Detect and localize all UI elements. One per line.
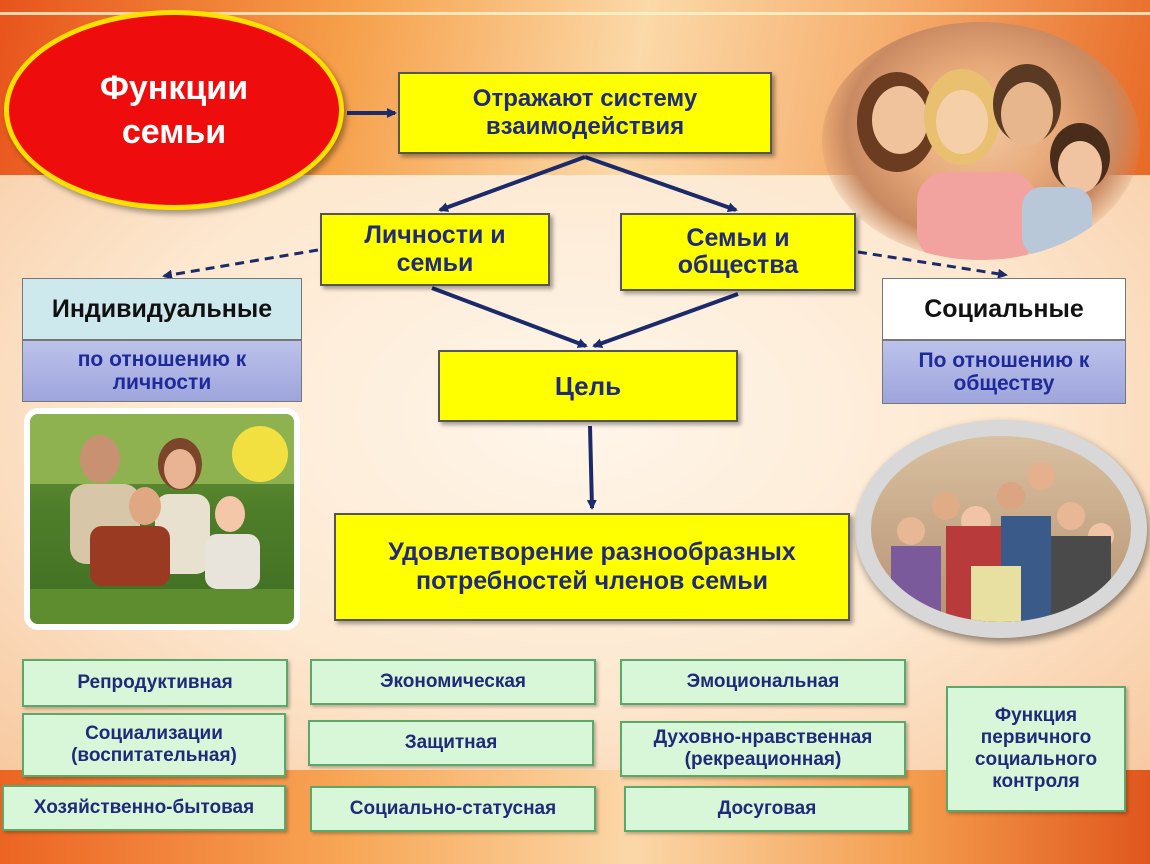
function-economic: Экономическая [310,659,596,705]
society-box: Семьи и общества [620,213,856,291]
arrow-reflect-to-society [584,155,738,213]
personality-box: Личности и семьи [320,213,550,286]
function-control: Функция первичного социального контроля [946,686,1126,812]
header-line [0,12,1150,15]
family-photo-right [855,420,1147,638]
social-sub: По отношению к обществу [882,340,1126,404]
function-emotional: Эмоциональная [620,659,906,705]
satisfaction-box: Удовлетворение разнообразных потребносте… [334,513,850,621]
function-reproductive: Репродуктивная [22,659,288,707]
individual-title: Индивидуальные [22,278,302,340]
dashed-arrow-to-individual [162,248,319,280]
function-leisure: Досуговая [624,786,910,832]
function-spiritual: Духовно-нравственная (рекреационная) [620,721,906,777]
goal-box: Цель [438,350,738,422]
function-protective: Защитная [308,720,594,766]
individual-sub: по отношению к личности [22,340,302,402]
arrow-goal-to-satisfaction [586,425,597,510]
function-socialization: Социализации (воспитательная) [22,713,286,777]
arrow-society-to-goal [592,292,739,348]
function-household: Хозяйственно-бытовая [2,785,286,831]
reflect-box: Отражают систему взаимодействия [398,72,772,154]
family-photo-left [24,408,300,630]
function-status: Социально-статусная [310,786,596,832]
social-title: Социальные [882,278,1126,340]
title-ellipse: Функции семьи [4,10,344,210]
arrow-reflect-to-personality [438,155,586,212]
arrow-personality-to-goal [431,286,588,348]
dashed-arrow-to-social [857,250,1008,279]
